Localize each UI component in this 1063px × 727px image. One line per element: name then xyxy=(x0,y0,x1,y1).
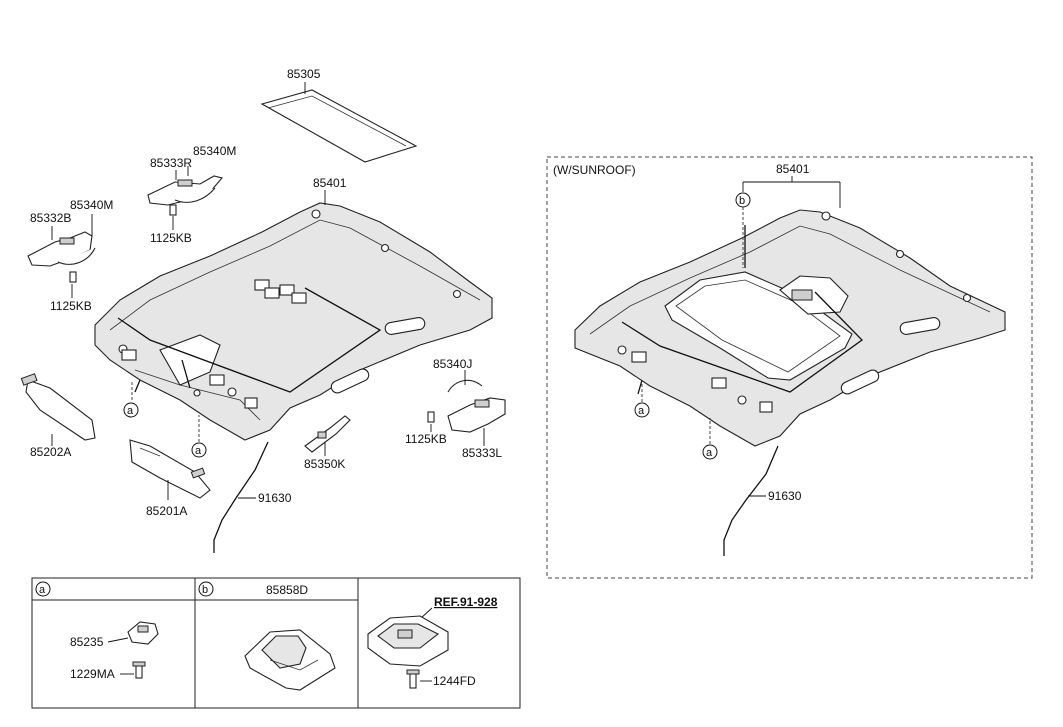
label-85201A: 85201A xyxy=(146,504,187,518)
callout-a-circle-4 xyxy=(702,444,718,460)
label-85401-left: 85401 xyxy=(313,176,347,190)
label-85202A: 85202A xyxy=(30,445,71,459)
label-85305: 85305 xyxy=(287,67,321,81)
label-91630-left: 91630 xyxy=(258,491,292,505)
label-85332B: 85332B xyxy=(30,211,71,225)
detail-table xyxy=(31,577,521,709)
room-lamp-ref xyxy=(367,615,449,689)
callout-a-text-3: a xyxy=(638,405,645,417)
callout-a-circle-2 xyxy=(191,442,207,458)
clip-85350K xyxy=(304,415,351,453)
label-91630-right: 91630 xyxy=(768,489,802,503)
callout-a-text-4: a xyxy=(706,447,713,459)
callout-a-text-2: a xyxy=(195,445,202,457)
label-1125KB-b: 1125KB xyxy=(50,299,92,313)
callout-a-text-1: a xyxy=(127,405,134,417)
leader-85235 xyxy=(107,637,129,643)
grab-handle-85340M-front xyxy=(27,231,96,283)
headliner-sunroof xyxy=(574,209,1006,447)
label-85350K: 85350K xyxy=(304,457,345,471)
callout-a-circle-1 xyxy=(123,402,139,418)
detail-b-circle xyxy=(198,581,214,597)
label-85333L: 85333L xyxy=(462,446,502,460)
wire-91630-right xyxy=(723,445,779,556)
sun-visor-85201A xyxy=(129,439,211,499)
label-85401-right: 85401 xyxy=(776,162,810,176)
label-1229MA: 1229MA xyxy=(70,667,115,681)
label-1244FD: 1244FD xyxy=(433,674,476,688)
sunroof-title: (W/SUNROOF) xyxy=(553,163,636,177)
grab-handle-85340J xyxy=(427,379,506,433)
headliner-left xyxy=(94,202,493,441)
detail-a-circle xyxy=(35,581,51,597)
grab-handle-85340M-rear xyxy=(147,175,223,216)
label-1125KB-a: 1125KB xyxy=(150,231,192,245)
detail-b-text: b xyxy=(202,584,208,596)
detail-b-header: 85858D xyxy=(266,583,308,597)
sun-visor-85202A xyxy=(20,373,96,441)
callout-b-text: b xyxy=(739,195,745,207)
label-85340J: 85340J xyxy=(433,357,472,371)
cover-85858D xyxy=(244,629,336,691)
label-85340M-b: 85340M xyxy=(70,198,113,212)
wire-91630-left xyxy=(213,441,269,553)
label-ref-91-928: REF.91-928 xyxy=(434,595,498,609)
clip-85235 xyxy=(127,621,159,679)
callout-a-circle-3 xyxy=(634,402,650,418)
roof-pad-85305 xyxy=(260,89,418,163)
sunroof-variant-box xyxy=(546,156,1033,579)
label-85340M-a: 85340M xyxy=(193,144,236,158)
label-85235: 85235 xyxy=(70,635,104,649)
label-85333R: 85333R xyxy=(150,156,192,170)
label-1125KB-c: 1125KB xyxy=(405,432,447,446)
detail-a-text: a xyxy=(39,584,46,596)
